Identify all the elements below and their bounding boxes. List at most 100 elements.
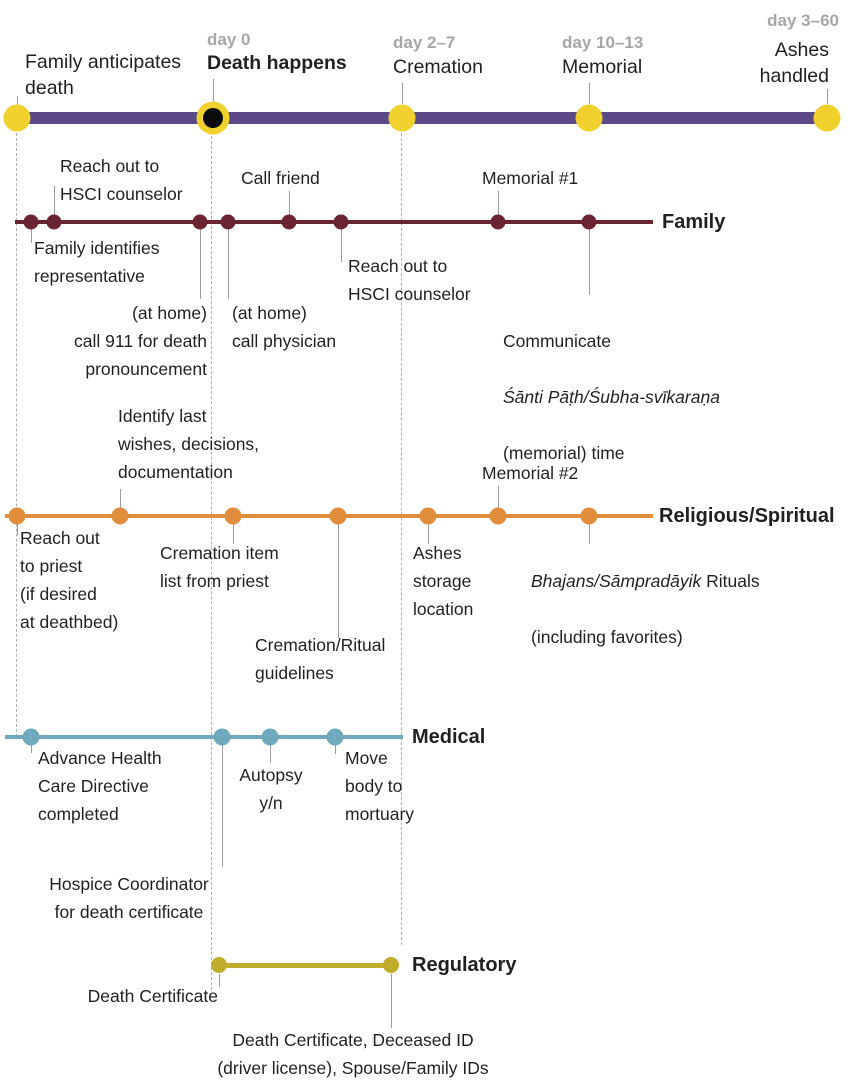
family-event-dot	[281, 214, 297, 230]
religious-lane-label: Religious/Spiritual	[659, 505, 835, 527]
bhajans-line1: Bhajans/Sāmpradāyik Rituals	[531, 567, 760, 595]
milestone-label-cremation: Cremation	[393, 56, 483, 78]
regulatory-lane-label: Regulatory	[412, 954, 517, 976]
leader-family-call-physician	[228, 229, 229, 299]
milestone-day-ashes: day 3–60	[767, 11, 839, 30]
leader-day0	[213, 79, 214, 102]
medical-event-dot	[22, 728, 40, 746]
milestone-label-anticipate: Family anticipates death	[25, 51, 182, 99]
medical-event-dot	[213, 728, 231, 746]
milestone-dot-ashes	[813, 104, 841, 132]
milestone-dot-cremation	[388, 104, 416, 132]
bhajans-italic: Bhajans/Sāmpradāyik	[531, 571, 702, 591]
milestone-label-death-happens: Death happens	[207, 52, 347, 74]
family-event-dot	[220, 214, 236, 230]
leader-family-communicate	[589, 229, 590, 295]
leader-ashes	[827, 89, 828, 104]
religious-event-dot	[111, 507, 129, 525]
leader-religious-bhajans	[589, 524, 590, 544]
leader-religious-priest	[17, 524, 18, 535]
medical-event-dot	[261, 728, 279, 746]
leader-family-call-friend	[289, 191, 290, 215]
religious-event-dot	[8, 507, 26, 525]
religious-lane-line	[5, 514, 653, 518]
leader-cremation	[402, 83, 403, 104]
family-event-dot	[23, 214, 39, 230]
medical-lane-line	[5, 735, 403, 739]
leader-medical-autopsy	[270, 745, 271, 763]
milestone-dot-anticipate	[3, 104, 31, 132]
event-label-hospice-coordinator: Hospice Coordinator for death certificat…	[49, 874, 209, 922]
medical-event-dot	[326, 728, 344, 746]
medical-lane-label: Medical	[412, 726, 486, 748]
event-label-call-911-death-pronouncement: (at home) call 911 for death pronounceme…	[74, 303, 207, 379]
religious-event-dot	[224, 507, 242, 525]
event-label-reach-hsci-counselor-1: Reach out to HSCI counselor	[60, 156, 183, 204]
family-event-dot	[581, 214, 597, 230]
milestone-label-ashes-handled: Ashes handled	[759, 39, 829, 87]
communicate-line1: Communicate	[503, 331, 611, 351]
regulatory-event-dot	[383, 957, 399, 973]
leader-memorial	[589, 83, 590, 104]
leader-medical-move-body	[335, 745, 336, 754]
event-label-cremation-ritual-guidelines: Cremation/Ritual guidelines	[255, 635, 386, 683]
family-event-dot	[490, 214, 506, 230]
event-label-call-physician: (at home) call physician	[232, 303, 337, 351]
event-label-identify-last-wishes: Identify last wishes, decisions, documen…	[118, 406, 260, 482]
bhajans-rest: Rituals	[701, 571, 760, 591]
leader-religious-cremation-ritual	[338, 524, 339, 638]
event-label-ashes-storage-location: Ashes storage location	[413, 543, 474, 619]
leader-regulatory-ids	[391, 974, 392, 1028]
event-label-memorial-2: Memorial #2	[482, 463, 579, 483]
event-label-memorial-1: Memorial #1	[482, 168, 579, 188]
event-label-call-friend: Call friend	[241, 168, 320, 188]
leader-family-call-911	[200, 229, 201, 299]
event-label-death-certificate: Death Certificate	[87, 986, 218, 1006]
event-label-death-certificate-ids: Death Certificate, Deceased ID (driver l…	[217, 1030, 489, 1078]
event-label-family-identifies-representative: Family identifies representative	[34, 238, 160, 286]
leader-family-reach-hsci-1	[54, 186, 55, 215]
milestone-day-cremation: day 2–7	[393, 33, 456, 52]
regulatory-event-dot	[211, 957, 227, 973]
guide-line-day0	[211, 136, 212, 990]
guide-line-anticipate	[16, 133, 17, 737]
leader-family-reach-hsci-2	[341, 229, 342, 262]
leader-religious-identify	[120, 489, 121, 508]
leader-religious-ashes-storage	[428, 524, 429, 544]
guide-line-cremation	[401, 133, 402, 945]
religious-event-dot	[489, 507, 507, 525]
communicate-line2-sanskrit: Śānti Pāṭh/Śubha-svīkaraṇa	[503, 387, 720, 407]
milestone-day-day0: day 0	[207, 30, 251, 49]
event-label-reach-hsci-counselor-2: Reach out to HSCI counselor	[348, 256, 471, 304]
family-lane-label: Family	[662, 211, 726, 233]
family-event-dot	[333, 214, 349, 230]
leader-family-identifies	[31, 229, 32, 243]
bhajans-line2: (including favorites)	[531, 627, 683, 647]
event-label-advance-health-directive: Advance Health Care Directive completed	[38, 748, 162, 824]
leader-family-memorial-1	[498, 191, 499, 215]
leader-medical-hospice	[222, 745, 223, 867]
milestone-label-memorial: Memorial	[562, 56, 643, 78]
event-label-move-body-mortuary: Move body to mortuary	[345, 748, 415, 824]
event-label-cremation-item-list: Cremation item list from priest	[160, 543, 279, 591]
communicate-line3: (memorial) time	[503, 443, 625, 463]
leader-medical-advance-directive	[31, 745, 32, 753]
religious-event-dot	[419, 507, 437, 525]
religious-event-dot	[329, 507, 347, 525]
milestone-dot-memorial	[575, 104, 603, 132]
event-label-bhajans-rituals: Bhajans/Sāmpradāyik Rituals (including f…	[531, 539, 760, 679]
leader-religious-cremation-item	[233, 524, 234, 544]
event-label-reach-out-to-priest: Reach out to priest (if desired at death…	[20, 528, 119, 632]
family-event-dot	[46, 214, 62, 230]
event-label-communicate-memorial-time: Communicate Śānti Pāṭh/Śubha-svīkaraṇa (…	[503, 299, 720, 495]
leader-anticipate	[17, 96, 18, 109]
event-label-autopsy: Autopsy y/n	[239, 765, 303, 813]
main-timeline-bar	[17, 112, 827, 124]
regulatory-lane-line	[219, 963, 391, 968]
family-event-dot	[192, 214, 208, 230]
leader-regulatory-death-certificate	[219, 974, 220, 987]
milestone-day-memorial: day 10–13	[562, 33, 644, 52]
milestone-dot-day0-inner	[203, 108, 223, 128]
leader-religious-memorial-2	[498, 486, 499, 508]
